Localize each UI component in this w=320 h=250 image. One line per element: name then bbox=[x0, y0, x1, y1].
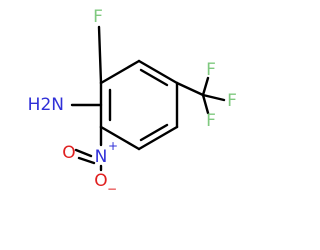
bond-cf3-f-top bbox=[201, 76, 210, 97]
fluorine-label-bottom: F bbox=[206, 111, 216, 131]
atom-labels: F H2N N + O O − F F F bbox=[28, 7, 237, 196]
bond-ring-c1-c2 bbox=[99, 59, 141, 85]
fluorine-label-top: F bbox=[206, 60, 216, 80]
bond-cf3-f-right bbox=[201, 93, 226, 102]
bond-ring-c4-c5 bbox=[137, 125, 179, 151]
amine-label: H2N bbox=[28, 95, 64, 115]
bond-cf3-f-bottom bbox=[201, 93, 210, 115]
bond-ring-c2-c3 bbox=[137, 59, 179, 85]
fluorine-label-ring: F bbox=[93, 7, 103, 27]
bond-c1-fluorine bbox=[97, 25, 103, 85]
nitro-nitrogen-label: N bbox=[95, 147, 108, 167]
bonds bbox=[70, 25, 226, 172]
nitro-oxygen-left-label: O bbox=[62, 143, 75, 163]
nitro-oxygen-bottom-label: O bbox=[94, 171, 107, 191]
nitro-plus-charge: + bbox=[108, 139, 118, 153]
bond-nitro-n-o-left-b bbox=[77, 156, 96, 165]
fluorine-label-right: F bbox=[227, 91, 237, 111]
nitro-minus-charge: − bbox=[107, 182, 117, 196]
bond-ring-double-inner-3 bbox=[139, 123, 169, 142]
bond-nitro-n-o-left-a bbox=[74, 148, 93, 158]
bond-ring-double-inner-2 bbox=[139, 68, 169, 87]
bond-c3-cf3 bbox=[175, 81, 205, 97]
bond-ring-c5-c6 bbox=[99, 125, 141, 151]
molecule-diagram: F H2N N + O O − F F F bbox=[28, 7, 237, 196]
